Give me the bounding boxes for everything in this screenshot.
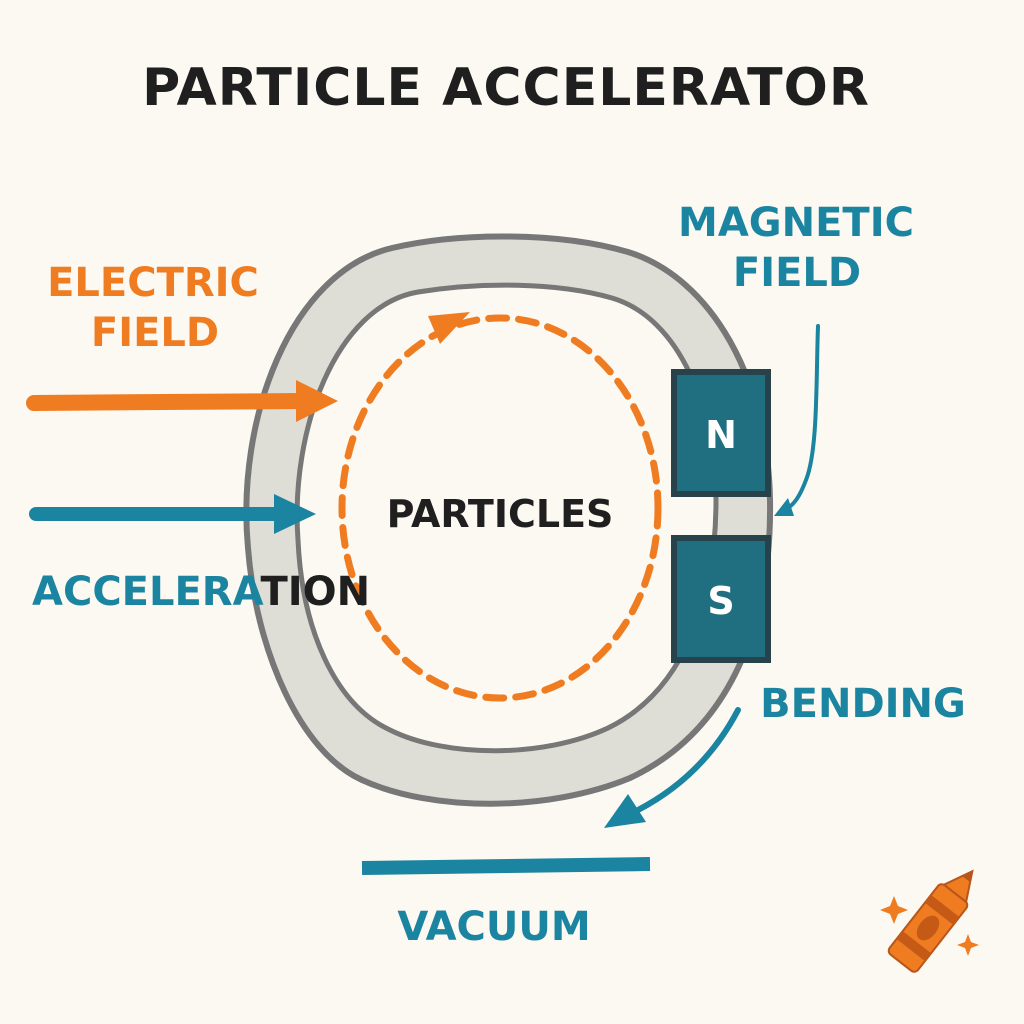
bending-arrowhead-icon	[604, 794, 646, 828]
acceleration-label-part1: ACCELERA	[32, 569, 264, 615]
electric-arrowhead-icon	[296, 380, 338, 422]
accelerator-ring	[243, 233, 774, 807]
electric-field-label-line2: FIELD	[91, 310, 219, 356]
magnetic-field-arrow	[774, 324, 820, 516]
page-title: PARTICLE ACCELERATOR	[142, 58, 870, 118]
particles-label: PARTICLES	[387, 492, 614, 536]
magnetic-field-label-line1: MAGNETIC	[678, 200, 914, 246]
bending-arrow	[604, 707, 741, 828]
magnet-north-label: N	[705, 413, 737, 457]
magnet-south-label: S	[707, 579, 734, 623]
acceleration-label-part2: TION	[260, 569, 370, 615]
vacuum-label: VACUUM	[397, 904, 590, 950]
vacuum-bar	[361, 857, 651, 875]
magnetic-arrowhead-icon	[774, 498, 794, 516]
crayon-icon	[887, 869, 974, 973]
electric-field-arrow	[26, 380, 338, 422]
sparkle-icon	[880, 896, 908, 924]
acceleration-arrowhead-icon	[274, 494, 316, 534]
acceleration-arrow	[29, 494, 316, 534]
particle-path-arrow-icon	[428, 312, 470, 344]
sparkle-icon	[957, 934, 979, 956]
particle-path	[338, 312, 662, 702]
electric-field-label-line1: ELECTRIC	[47, 260, 259, 306]
magnet-north: N	[671, 369, 771, 497]
magnetic-field-label-line2: FIELD	[733, 250, 861, 296]
magnet-south: S	[671, 535, 771, 663]
bending-label: BENDING	[760, 681, 966, 727]
acceleration-label: ACCELERATION	[32, 569, 370, 615]
